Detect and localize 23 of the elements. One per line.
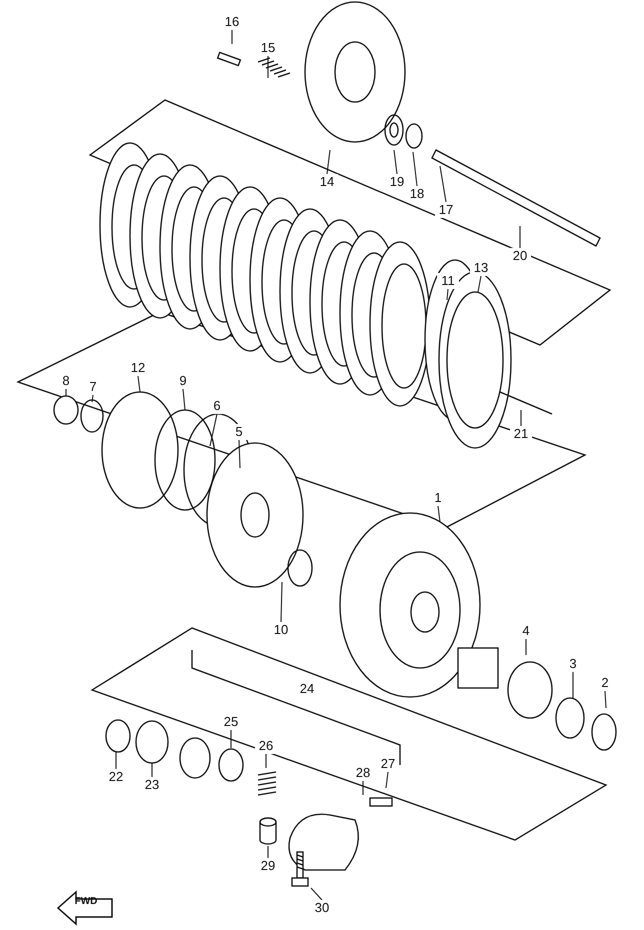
callout-number: 11 [437, 273, 459, 289]
leader-line [520, 410, 522, 426]
leader-line [572, 672, 574, 698]
leader-line [604, 690, 606, 708]
leader-line [362, 780, 364, 796]
leader-line [440, 166, 446, 202]
leader-line [478, 276, 482, 292]
callout-number: 24 [298, 681, 316, 697]
leader-line [238, 440, 240, 468]
leader-line [210, 414, 218, 446]
leader-line [182, 388, 186, 410]
leader-line [310, 888, 322, 900]
leader-line [394, 150, 398, 174]
leader-line [230, 730, 232, 748]
leader-line [92, 394, 94, 402]
callout-number: 26 [255, 738, 277, 754]
leader-line [138, 376, 140, 392]
leader-line [412, 152, 418, 186]
leader-line [438, 506, 440, 522]
leader-line [326, 150, 330, 174]
leader-line [280, 582, 282, 622]
leader-line [446, 288, 448, 300]
leader-line [386, 772, 388, 788]
